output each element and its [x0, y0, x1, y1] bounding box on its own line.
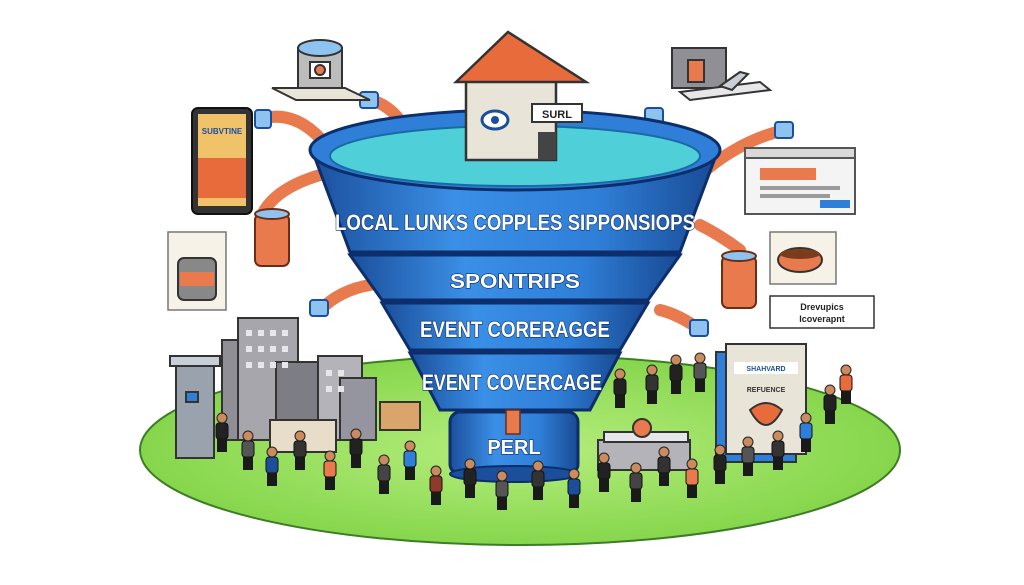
funnel-tier-4 — [407, 351, 623, 412]
funnel-tier-2-label: SPONTRIPS — [450, 271, 580, 293]
person — [629, 462, 643, 502]
side-note: Drevupics Icoverapnt — [769, 295, 875, 329]
person — [741, 436, 755, 476]
person — [349, 428, 363, 468]
person — [265, 446, 279, 486]
person — [685, 458, 699, 498]
person — [771, 430, 785, 470]
side-note-line2: Icoverapnt — [799, 314, 845, 324]
city-buildings — [221, 317, 421, 453]
person — [567, 468, 581, 508]
book-title: SHAHVARD — [746, 366, 785, 373]
funnel-tier-2 — [347, 253, 683, 302]
orange-tanks — [254, 208, 757, 309]
plane-and-hangar — [671, 47, 773, 102]
funnel-tier-4-label: EVENT COVERCAGE — [422, 370, 602, 395]
jar-note — [167, 231, 227, 311]
person — [645, 364, 659, 404]
tablet-poster: SUBVTINE — [191, 107, 253, 215]
person — [839, 364, 853, 404]
funnel-tier-5-label: PERL — [487, 437, 540, 459]
person — [823, 384, 837, 424]
house: SURL — [452, 30, 591, 162]
person — [323, 450, 337, 490]
person — [799, 412, 813, 452]
poster-title: SUBVTINE — [202, 127, 243, 136]
server-tower — [169, 355, 221, 459]
book: SHAHVARD REFUENCE — [715, 343, 807, 463]
house-sign: SURL — [542, 109, 572, 121]
paper-stack — [597, 418, 691, 471]
person — [215, 412, 229, 452]
person — [669, 354, 683, 394]
person — [597, 452, 611, 492]
funnel-tier-1-label: LOCAL LUNKS COPPLES SIPPONSIOPS — [335, 210, 695, 235]
person — [713, 444, 727, 484]
cup-note — [769, 231, 837, 285]
person — [293, 430, 307, 470]
person — [403, 440, 417, 480]
funnel-tier-3-label: EVENT CORERAGGE — [420, 317, 610, 342]
crowd — [215, 352, 853, 510]
pipe-connectors — [254, 91, 794, 337]
document-panel — [744, 147, 856, 215]
person — [241, 430, 255, 470]
person — [429, 465, 443, 505]
top-left-device — [271, 39, 371, 101]
person — [531, 460, 545, 500]
person — [463, 458, 477, 498]
book-subtitle: REFUENCE — [747, 387, 786, 394]
person — [613, 368, 627, 408]
person — [377, 454, 391, 494]
person — [657, 446, 671, 486]
person — [495, 470, 509, 510]
side-note-line1: Drevupics — [800, 302, 844, 312]
person — [693, 352, 707, 392]
funnel-tier-3 — [379, 301, 651, 352]
